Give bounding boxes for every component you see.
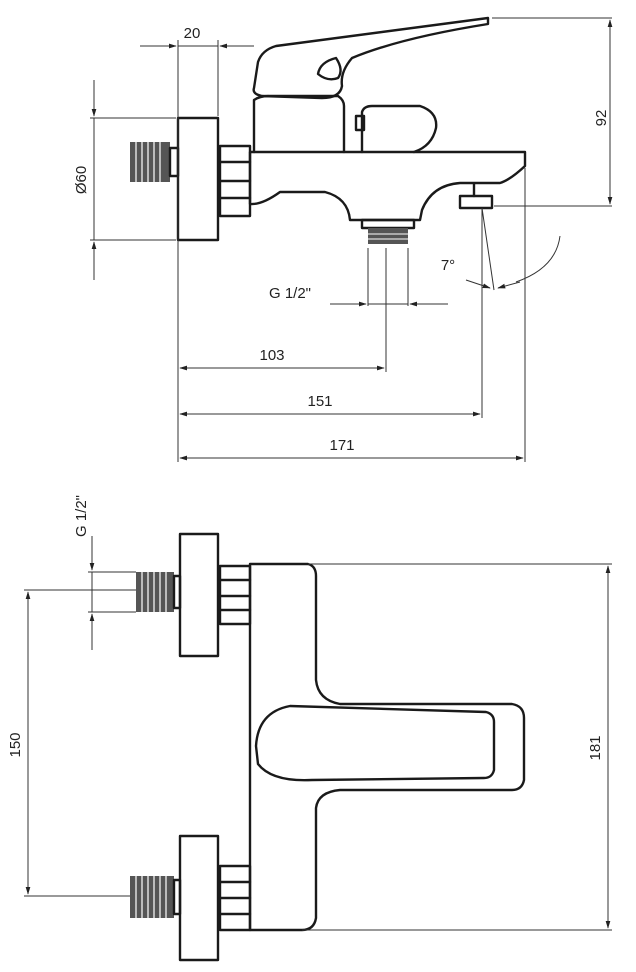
diverter-stem xyxy=(354,114,366,132)
dim-thread-front-label: G 1/2" xyxy=(73,495,90,537)
front-extension-lines xyxy=(24,563,612,931)
spout-outlet xyxy=(458,194,494,210)
bottom-outlet-thread xyxy=(360,218,416,244)
dim-flange-diameter: Ø60 xyxy=(73,80,97,280)
dim-height: 92 xyxy=(593,19,613,205)
cartridge-column xyxy=(252,94,346,154)
dim-total-length: 171 xyxy=(179,437,524,461)
dim-spout-distance-label: 151 xyxy=(307,393,332,410)
mixer-body xyxy=(248,150,527,222)
diverter-knob xyxy=(360,104,438,154)
front-view: G 1/2" 150 181 xyxy=(7,495,612,962)
dim-front-height-label: 181 xyxy=(587,735,604,760)
dim-thread-side-label: G 1/2" xyxy=(269,285,311,302)
upper-connector xyxy=(136,532,252,658)
wall-connector-thread xyxy=(130,142,180,182)
lower-connector xyxy=(130,834,252,962)
front-lever xyxy=(254,704,496,782)
lever-detail xyxy=(316,56,342,81)
dim-thread-side: G 1/2" xyxy=(269,285,448,307)
dim-center-distance: 150 xyxy=(7,591,31,895)
dim-flange-diameter-label: Ø60 xyxy=(73,166,90,194)
side-view: 20 Ø60 92 7° G 1/2" xyxy=(73,16,613,462)
wall-flange xyxy=(176,116,220,242)
dim-outlet-distance: 103 xyxy=(179,347,385,371)
dim-thread-front: G 1/2" xyxy=(73,495,95,650)
lever-handle xyxy=(252,16,490,100)
dim-total-length-label: 171 xyxy=(329,437,354,454)
dim-angle-label: 7° xyxy=(441,257,455,274)
extension-lines xyxy=(90,17,612,462)
dim-outlet-distance-label: 103 xyxy=(259,347,284,364)
dim-top-width-label: 20 xyxy=(184,25,201,42)
hex-nut xyxy=(218,144,252,218)
dim-top-width: 20 xyxy=(140,25,254,49)
dim-center-distance-label: 150 xyxy=(7,732,24,757)
dim-angle: 7° xyxy=(441,235,561,289)
dim-front-height: 181 xyxy=(587,565,611,929)
dim-height-label: 92 xyxy=(593,110,610,127)
dim-spout-distance: 151 xyxy=(179,393,481,417)
front-body xyxy=(248,562,526,932)
